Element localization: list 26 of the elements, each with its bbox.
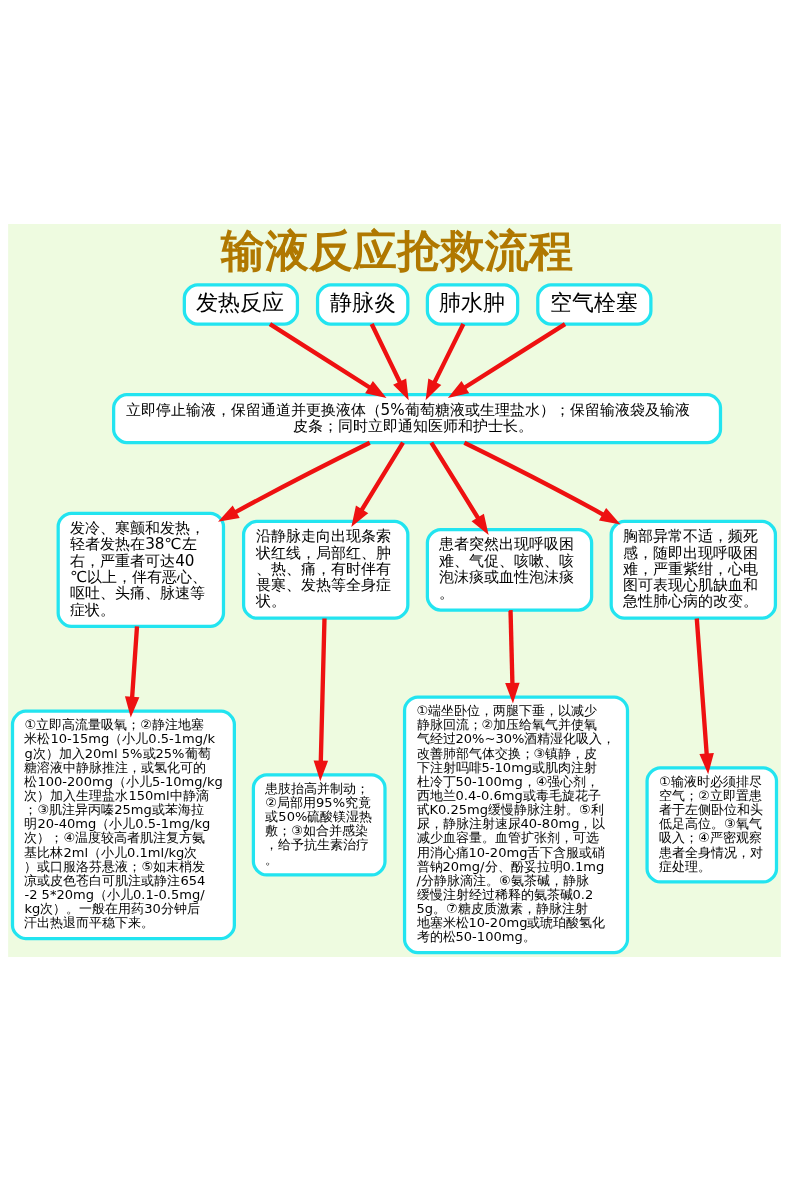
node-box: 发热反应 — [182, 283, 300, 326]
arrow — [447, 322, 567, 399]
arrow — [425, 323, 466, 401]
node-box: 沿静脉走向出现条索状红线，局部红、肿、热、痛，有时伴有畏寒、发热等全身症状。 — [241, 519, 410, 620]
node-box: ①输液时必须排尽空气；②立即置患者于左侧卧位和头低足高位。③氧气吸入；④严密观察患者全身情况，对症处理。 — [645, 766, 779, 884]
arrow — [505, 610, 520, 704]
node-box: ①立即高流量吸氧；②静注地塞米松10-15mg（小儿0.5-1mg/kg次）加入20ml 5%或25%葡萄糖溶液中静脉推注，或氢化可的松100-200mg（小儿5-10mg/kg次）加入生理盐水150ml中静滴；③肌注异丙嗪25mg或苯海拉明20-40mg（小儿0.5-1mg/kg次）；④温度较高者肌注复方氨基比林2ml（小儿0.1ml/kg次）或口服洛芬悬液；⑤如末梢发凉或皮色苍白可肌注或静注654-2 5*20mg（小儿0.1-0.5mg/kg次）。一般在用药30分钟后汗出热退而平稳下来。 — [10, 709, 236, 941]
node-box: 患者突然出现呼吸困难、气促、咳嗽、咳泡沫痰或血性泡沫痰。 — [425, 527, 594, 612]
arrow — [429, 441, 489, 536]
node-box: 空气栓塞 — [536, 283, 653, 326]
arrow — [694, 618, 714, 775]
node-box: 患肢抬高并制动；②局部用95%究竟或50%硫酸镁湿热敷；③如合并感染，给予抗生素治疗。 — [251, 773, 387, 877]
arrow — [218, 440, 371, 522]
arrow — [313, 618, 329, 782]
arrow — [268, 322, 387, 399]
arrow — [351, 441, 405, 527]
arrow — [463, 440, 621, 525]
arrow — [369, 323, 409, 401]
arrow — [124, 626, 140, 718]
node-box: 静脉炎 — [315, 283, 410, 326]
node-box: 立即停止输液，保留通道并更换液体（5%葡萄糖液或生理盐水）；保留输液袋及输液皮条；同时立即通知医师和护士长。 — [112, 393, 723, 445]
diagram-title: 输液反应抢救流程 — [221, 226, 574, 277]
node-box: 发冷、寒颤和发热，轻者发热在38℃左右，严重者可达40℃以上，伴有恶心、呕吐、头痛、脉速等症状。 — [56, 511, 226, 628]
node-box: 肺水肿 — [425, 283, 520, 326]
node-box: ①端坐卧位，两腿下垂，以减少静脉回流；②加压给氧气并使氧气经过20%~30%酒精湿化吸入，改善肺部气体交换；③镇静，皮下注射吗啡5-10mg或肌肉注射杜冷丁50-100mg，④强心剂，西地兰0.4-0.6mg或毒毛旋花子甙K0.25mg缓慢静脉注射。⑤利尿，静脉注射速尿40-80mg，以减少血容量。血管扩张剂，可选用消心痛10-20mg舌下含服或硝普钠20mg/分、酚妥拉明0.1mg/分静脉滴注。⑥氨茶碱，静脉缓慢注射经过稀释的氨茶碱0.25g。⑦糖皮质激素，静脉注射地塞米松10-20mg或琥珀酸氢化考的松50-100mg。 — [402, 695, 630, 955]
node-box: 胸部异常不适，频死感，随即出现呼吸困难，严重紫绀，心电图可表现心肌缺血和急性肺心病的改变。 — [609, 519, 778, 620]
